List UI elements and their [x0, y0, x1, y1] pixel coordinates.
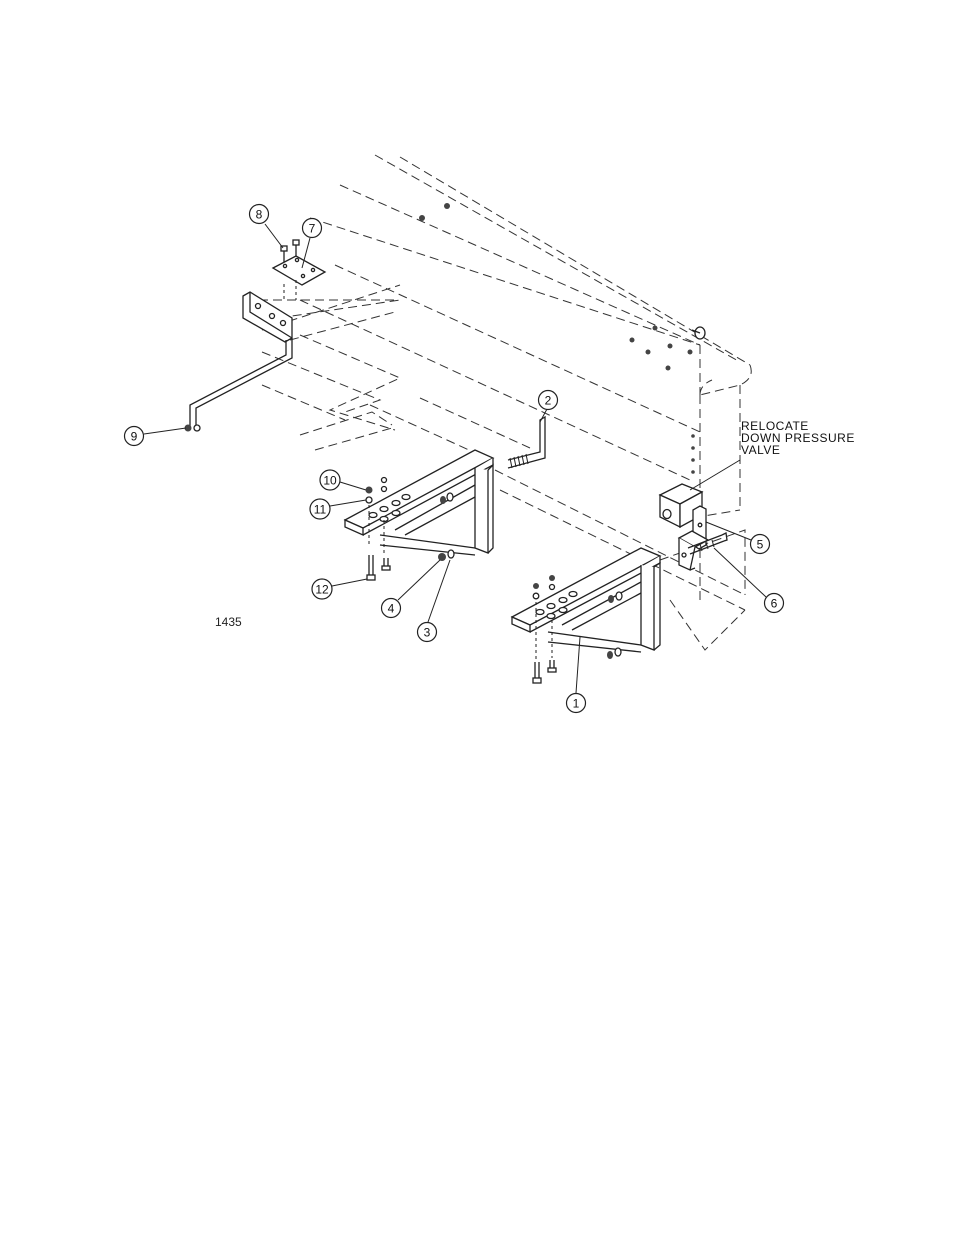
frame-pin: [692, 327, 705, 339]
svg-text:8: 8: [256, 208, 263, 222]
svg-text:5: 5: [757, 538, 764, 552]
support-arm-right: [512, 548, 660, 652]
svg-text:2: 2: [545, 394, 552, 408]
drawing-number: 1435: [215, 615, 242, 629]
svg-text:4: 4: [388, 602, 395, 616]
cover-plate: [273, 256, 325, 300]
svg-text:7: 7: [309, 222, 316, 236]
callout-8: 8: [250, 205, 284, 249]
relocate-note: RELOCATE DOWN PRESSURE VALVE: [690, 419, 855, 490]
callout-9: 9: [125, 427, 187, 446]
callout-6: 6: [714, 548, 784, 613]
frame-bolt-heads: [419, 203, 695, 474]
note-line-3: VALVE: [741, 443, 780, 457]
callout-10: 10: [320, 470, 366, 490]
svg-text:6: 6: [771, 597, 778, 611]
svg-text:3: 3: [424, 626, 431, 640]
rod-assembly: [185, 338, 293, 432]
hitch-bar: [508, 417, 545, 468]
callout-3: 3: [418, 560, 451, 642]
svg-text:10: 10: [323, 474, 337, 488]
svg-text:11: 11: [314, 503, 327, 517]
callout-12: 12: [312, 579, 367, 599]
svg-text:1: 1: [573, 697, 580, 711]
svg-text:12: 12: [315, 583, 329, 597]
svg-text:9: 9: [131, 430, 138, 444]
callout-1: 1: [567, 637, 586, 713]
